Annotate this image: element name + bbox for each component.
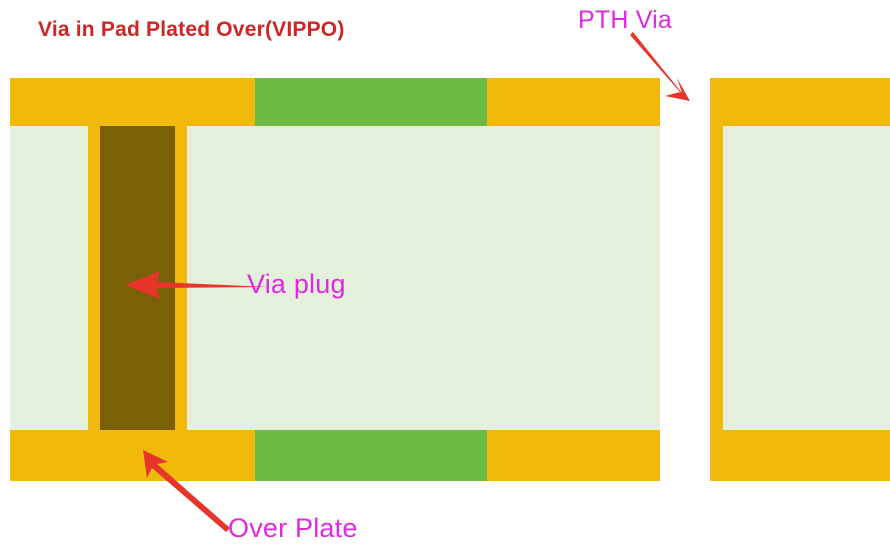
pth-via-cross-section [710,78,890,481]
top-solder-mask-layer [255,78,487,126]
bottom-solder-mask-layer [255,430,487,481]
via-plug-fill [100,124,175,434]
label-pth-via: PTH Via [578,6,673,34]
label-via-plug: Via plug [247,269,346,299]
label-over-plate: Over Plate [228,513,358,543]
diagram-title: Via in Pad Plated Over(VIPPO) [38,18,345,41]
pth-substrate-core-layer [710,78,890,481]
pth-barrel-wall-plating [710,78,723,481]
pth-top-copper-plating-layer [710,78,890,126]
pth-bottom-copper-plating-layer [710,430,890,481]
vippo-cross-section [10,78,660,481]
